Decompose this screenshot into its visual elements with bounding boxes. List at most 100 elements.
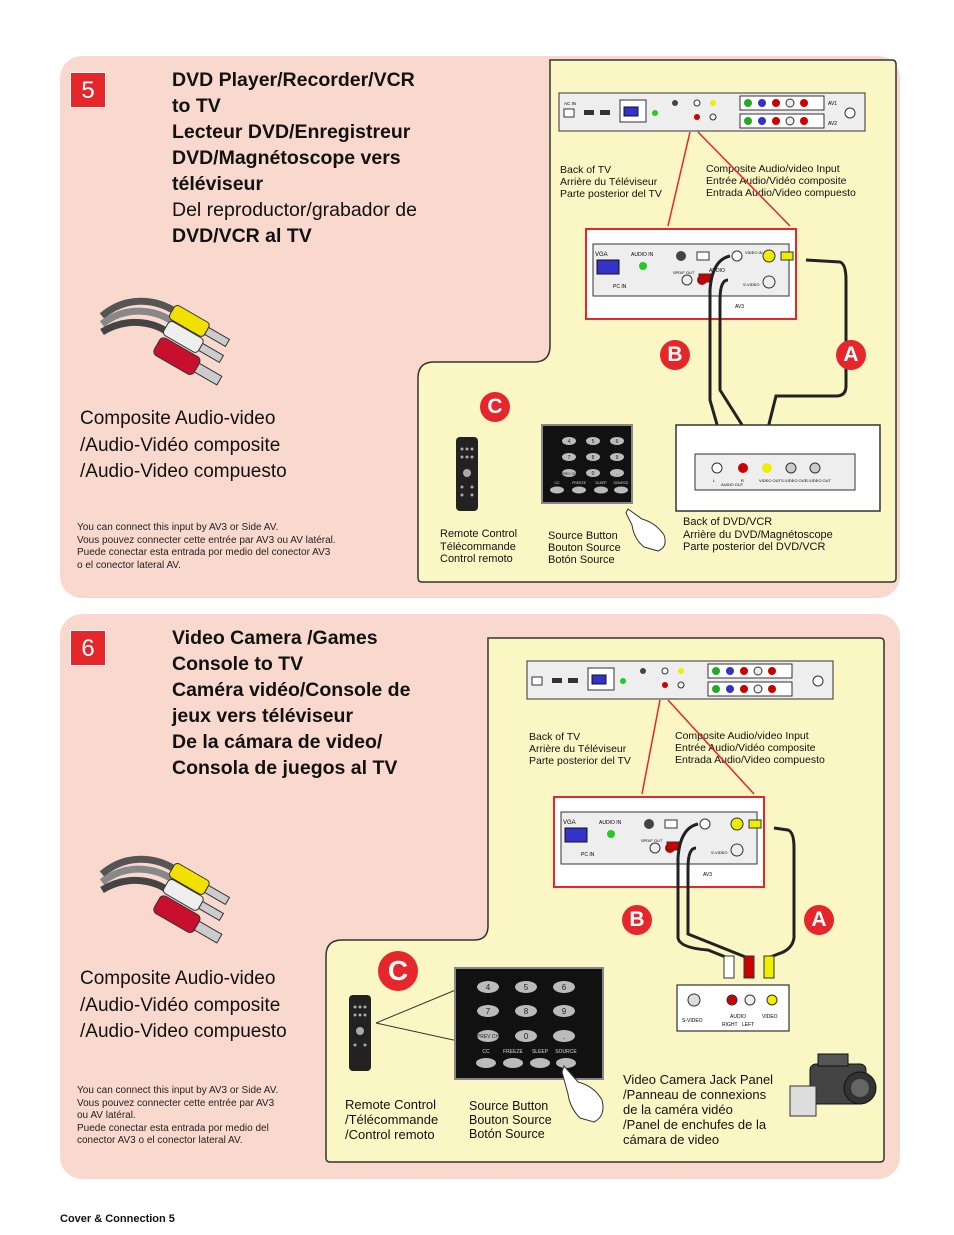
source-keypad: 4 5 6 7 8 9 PREV CH 0 . CC FREEZE SLEEP …	[454, 967, 604, 1080]
key-8: 8	[524, 1007, 529, 1016]
key-4: 4	[568, 439, 571, 445]
cam-right: RIGHT	[722, 1022, 738, 1028]
cam-left: LEFT	[742, 1022, 754, 1028]
av3-label: AV3	[703, 872, 712, 878]
key-prev-ch: PREV CH	[477, 1034, 500, 1040]
title-line: DVD Player/Recorder/VCR	[172, 69, 415, 91]
note-line: You can connect this input by AV3 or Sid…	[77, 1085, 279, 1096]
pointing-hand-icon	[561, 1065, 604, 1123]
video-camera-icon	[789, 1053, 877, 1117]
pc-in-label: PC IN	[613, 284, 627, 290]
av2-label: AV2	[828, 121, 837, 127]
dvd-jack-r: R	[741, 478, 744, 483]
video-label: VIDEO IN	[745, 250, 763, 255]
composite-line: Composite Audio-video	[80, 408, 276, 429]
key-freeze: FREEZE	[572, 481, 586, 485]
spdif-label: SPDIF OUT	[641, 838, 663, 843]
callout-lines	[641, 699, 755, 795]
dvd-jack-audio: AUDIO OUT	[721, 482, 744, 487]
note-line: You can connect this input by AV3 or Sid…	[77, 522, 279, 533]
key-4: 4	[486, 983, 491, 992]
vga-label: VGA	[563, 820, 576, 826]
label-line: Back of TV	[560, 164, 612, 176]
audio-in-label: AUDIO IN	[631, 252, 654, 258]
back-of-tv-label: Back of TV Arrière du Téléviseur Parte p…	[560, 164, 662, 200]
note-line: Puede conectar esta entrada por medio de…	[77, 1122, 269, 1134]
composite-line: /Audio-Vidéo composite	[80, 994, 281, 1016]
label-line: de la caméra vidéo	[623, 1102, 733, 1117]
audio-label: AUDIO	[709, 268, 725, 274]
remote-label: Remote Control Télécommande Control remo…	[440, 528, 517, 566]
connection-note: You can connect this input by AV3 or Sid…	[77, 1085, 278, 1148]
zoomed-av3-panel: VGA AUDIO IN PC IN SPDIF OUT AUDIO VIDEO…	[585, 228, 797, 320]
dvd-jack-svideo1: S-VIDEO OUT	[781, 478, 808, 483]
title-line: DVD/VCR al TV	[172, 225, 312, 247]
label-line: Source Button	[469, 1099, 549, 1113]
label-line: /Panel de enchufes de la	[623, 1117, 767, 1132]
camera-panel-label: Video Camera Jack Panel /Panneau de conn…	[623, 1072, 773, 1147]
keypad-buttons: 4 5 6 7 8 9 PREV CH 0 . CC FREEZE SLEEP …	[476, 981, 577, 1068]
title-line: Lecteur DVD/Enregistreur	[172, 121, 411, 143]
title-line: Caméra vidéo/Console de	[172, 679, 411, 701]
key-freeze: FREEZE	[503, 1049, 523, 1055]
keypad-buttons: 4 5 6 7 8 9 PREV CH 0 . CC FREEZE SLEEP …	[550, 437, 630, 494]
label-line: Remote Control	[345, 1097, 437, 1112]
cam-audio: AUDIO	[730, 1014, 746, 1020]
cam-svideo: S-VIDEO	[682, 1018, 703, 1024]
key-6: 6	[616, 439, 619, 445]
key-7: 7	[568, 455, 571, 461]
title-line: téléviseur	[172, 173, 264, 195]
label-line: Remote Control	[440, 528, 518, 540]
svideo-label: S-VIDEO	[711, 850, 727, 855]
key-sleep: SLEEP	[532, 1049, 549, 1055]
key-dot: .	[563, 1032, 565, 1041]
label-line: Bouton Source	[469, 1113, 552, 1127]
composite-line: /Audio-Video compuesto	[80, 461, 287, 482]
label-line: Bouton Source	[548, 542, 621, 554]
page-footer: Cover & Connection 5	[60, 1213, 175, 1225]
key-cc: CC	[554, 481, 560, 485]
key-5: 5	[524, 983, 529, 992]
title-line: De la cámara de video/	[172, 731, 383, 753]
connection-note: You can connect this input by AV3 or Sid…	[77, 522, 336, 572]
badge-c: C	[378, 951, 418, 991]
label-line: Parte posterior del TV	[529, 755, 631, 767]
title-line: jeux vers téléviseur	[172, 705, 354, 727]
key-dot: .	[616, 471, 617, 477]
key-source: SOURCE	[614, 481, 630, 485]
badge-a: A	[804, 905, 834, 935]
dvd-jack-l: L	[713, 478, 716, 483]
remote-control-icon	[456, 437, 478, 511]
key-9: 9	[616, 455, 619, 461]
label-line: /Télécommande	[345, 1112, 439, 1127]
dvd-back-panel: L AUDIO OUT R VIDEO OUT S-VIDEO OUT S-VI…	[675, 424, 881, 512]
source-button-label: Source Button Bouton Source Botón Source	[469, 1099, 552, 1141]
key-prev-ch: PREV CH	[561, 472, 577, 476]
label-line: Entrée Audio/Vidéo composite	[706, 175, 847, 187]
badge-b: B	[660, 340, 690, 370]
label-line: Control remoto	[440, 553, 513, 565]
vga-label: VGA	[595, 252, 608, 258]
av-cables	[676, 822, 796, 979]
av1-label: AV1	[828, 101, 837, 107]
title-line: DVD/Magnétoscope vers	[172, 147, 401, 169]
source-keypad: 4 5 6 7 8 9 PREV CH 0 . CC FREEZE SLEEP …	[541, 424, 633, 504]
key-5: 5	[592, 439, 595, 445]
dvd-back-label: Back of DVD/VCR Arrière du DVD/Magnétosc…	[683, 516, 833, 554]
label-line: Botón Source	[548, 554, 615, 566]
step-number: 6	[70, 630, 106, 666]
label-line: /Control remoto	[345, 1127, 435, 1142]
step-number: 5	[70, 72, 106, 108]
key-7: 7	[486, 1007, 491, 1016]
title-line: to TV	[172, 95, 221, 117]
label-line: Botón Source	[469, 1127, 545, 1141]
tv-back-panel: AC IN AV1 AV2	[558, 92, 866, 132]
note-line: Vous pouvez connecter cette entrée par A…	[77, 1097, 275, 1109]
composite-line: /Audio-Video compuesto	[80, 1021, 287, 1042]
back-of-tv-label: Back of TV Arrière du Téléviseur Parte p…	[529, 731, 631, 767]
composite-cable-illustration	[99, 855, 231, 944]
callout-lines	[667, 131, 791, 227]
key-sleep: SLEEP	[595, 481, 607, 485]
title-line: Consola de juegos al TV	[172, 757, 398, 779]
zoomed-av3-panel: VGA AUDIO IN PC IN SPDIF OUT S-VIDEO AV3	[553, 796, 765, 888]
